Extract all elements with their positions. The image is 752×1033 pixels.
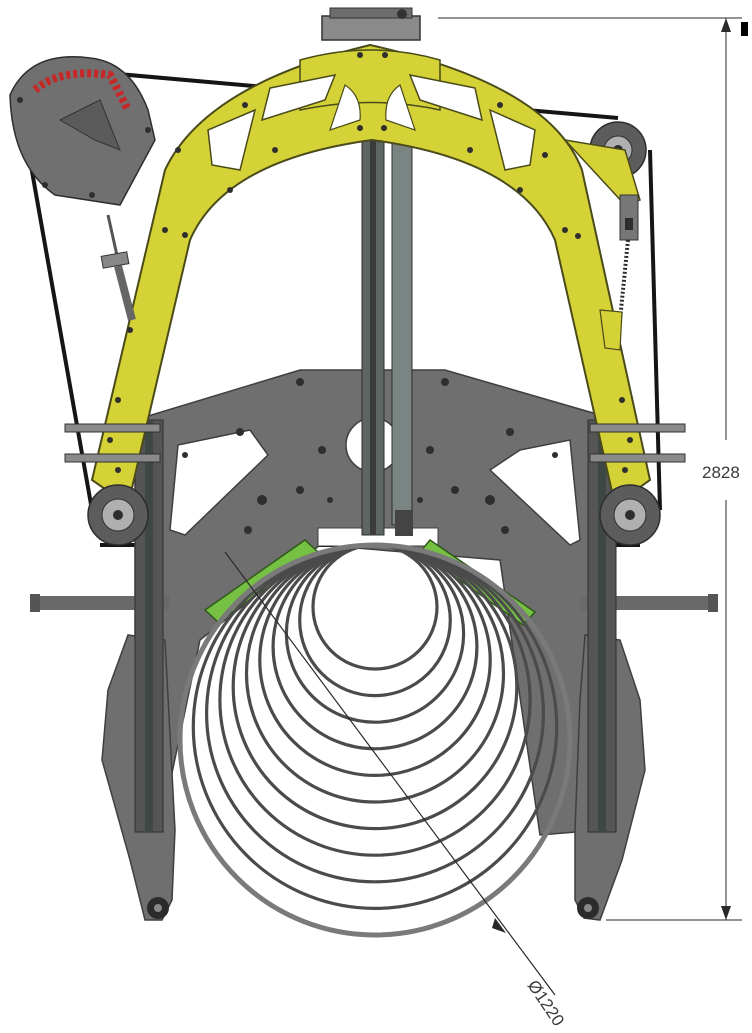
pipe-ring: [298, 543, 452, 698]
pipe-ring: [231, 543, 519, 831]
height-dimension: 2828: [438, 17, 748, 921]
vertical-rail-left: [134, 419, 164, 833]
arrowhead-bottom: [721, 906, 731, 920]
height-dimension-label: 2828: [702, 463, 740, 482]
pipe-ring: [244, 543, 506, 804]
wheel-right: [599, 484, 661, 546]
pipe-ring: [311, 543, 439, 671]
wheel-left: [87, 484, 149, 546]
central-mast: [361, 124, 413, 536]
arch-frame: [90, 43, 652, 507]
arrowhead-top: [721, 18, 731, 32]
pipe-ring: [177, 542, 573, 938]
hose-reel-left: [9, 56, 156, 322]
pipe-ring: [258, 543, 492, 777]
top-carriage: [321, 7, 421, 41]
diameter-dimension-label: Ø1220: [524, 977, 568, 1030]
pipe-rings: [177, 542, 573, 938]
tensioner-right: [562, 121, 647, 351]
diameter-arrowhead: [492, 918, 506, 933]
